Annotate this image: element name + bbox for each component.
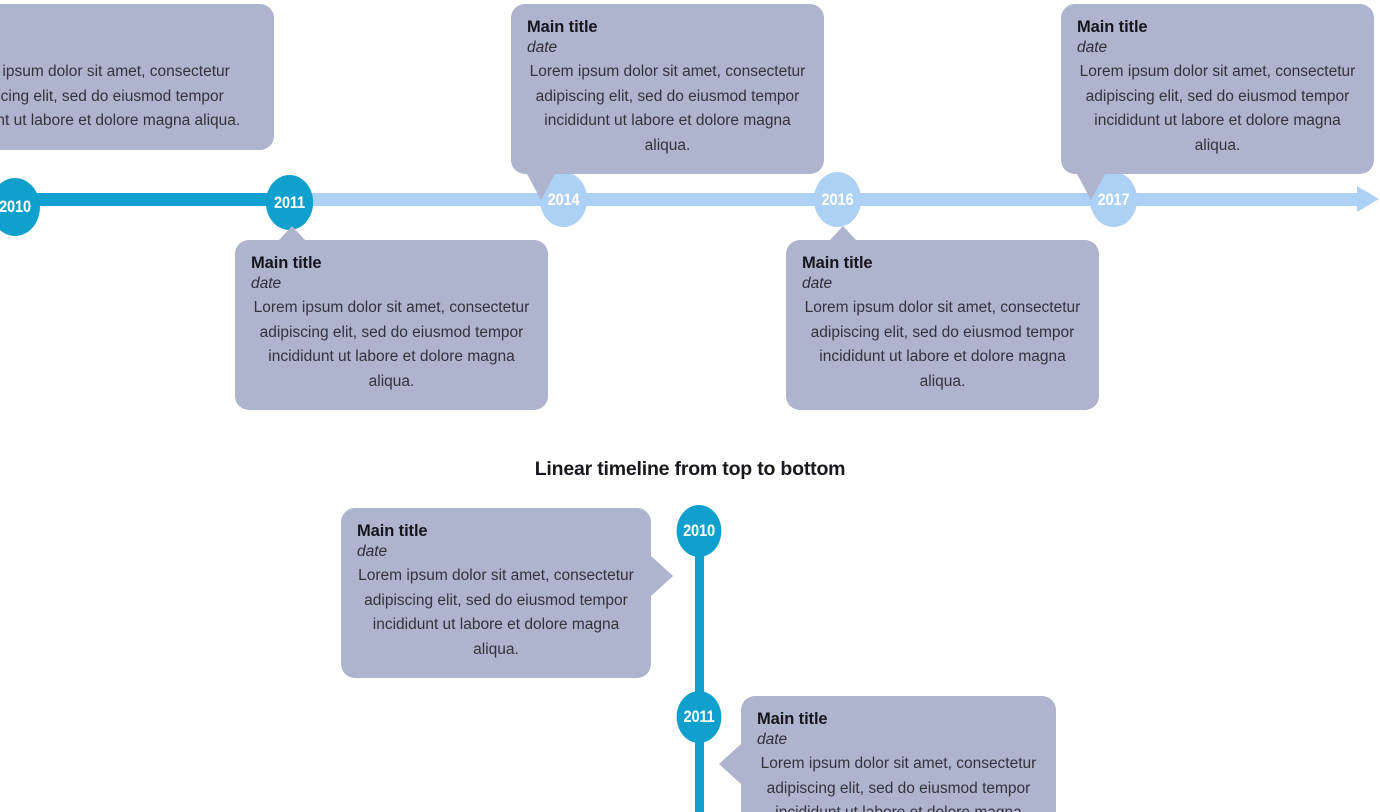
callout-2016-title: Main title [802, 254, 873, 272]
callout-2011-date: date [251, 274, 282, 292]
vertical-timeline-node-2010-label: 2010 [683, 521, 715, 540]
vertical-callout-2011-date: date [757, 730, 788, 748]
vertical-timeline-node-2011[interactable]: 2011 [676, 691, 722, 743]
callout-2017[interactable]: Main title date Lorem ipsum dolor sit am… [1061, 4, 1374, 201]
callout-2011[interactable]: Main title date Lorem ipsum dolor sit am… [235, 226, 548, 411]
timeline-node-2014-label: 2014 [547, 189, 580, 209]
callout-2014[interactable]: Main title date Lorem ipsum dolor sit am… [511, 4, 824, 201]
callout-2011-title: Main title [251, 254, 322, 272]
callout-2017-body: Lorem ipsum dolor sit amet, consectetur … [1079, 63, 1356, 154]
timeline-node-2016-label: 2016 [821, 189, 854, 209]
vertical-timeline-node-2011-label: 2011 [683, 707, 715, 726]
timeline-node-2011-label: 2011 [273, 192, 306, 212]
vertical-timeline-axis [695, 529, 704, 812]
vertical-timeline-node-2010[interactable]: 2010 [676, 505, 722, 557]
callout-2010-body: Lorem ipsum dolor sit amet, consectetur … [0, 63, 241, 130]
callout-2016-date: date [802, 274, 833, 292]
callout-2016-body: Lorem ipsum dolor sit amet, consectetur … [804, 299, 1081, 390]
vertical-callout-2010-tail-icon [651, 556, 673, 596]
callout-2010[interactable]: Main title date Lorem ipsum dolor sit am… [0, 4, 274, 150]
vertical-callout-2011-title: Main title [757, 710, 828, 728]
callout-2016-tail-icon [830, 226, 856, 240]
callout-2010-title: Main title [0, 18, 258, 37]
timeline-arrow-icon [1357, 186, 1379, 212]
section-heading: Linear timeline from top to bottom [534, 458, 846, 480]
callout-2014-body: Lorem ipsum dolor sit amet, consectetur … [529, 63, 806, 154]
vertical-callout-2011-tail-icon [719, 744, 741, 784]
callout-2011-body: Lorem ipsum dolor sit amet, consectetur … [253, 299, 530, 390]
callout-2014-date: date [527, 38, 558, 56]
vertical-callout-2011-body: Lorem ipsum dolor sit amet, consectetur … [760, 755, 1037, 812]
vertical-callout-2010-title: Main title [357, 522, 428, 540]
timeline-node-2016[interactable]: 2016 [813, 172, 862, 227]
timeline-node-2010-label: 2010 [0, 197, 31, 216]
vertical-callout-2010-body: Lorem ipsum dolor sit amet, consectetur … [358, 567, 634, 658]
callout-2011-tail-icon [279, 226, 305, 240]
callout-2010-date: date [0, 37, 258, 59]
vertical-callout-2011[interactable]: Main title date Lorem ipsum dolor sit am… [719, 696, 1056, 812]
callout-2014-tail-icon [527, 174, 555, 201]
timeline-node-2011[interactable]: 2011 [265, 175, 314, 230]
timeline-node-2017-label: 2017 [1097, 189, 1130, 209]
horizontal-timeline-axis [0, 186, 1380, 212]
timeline-node-2010[interactable]: 2010 [0, 178, 40, 236]
callout-2017-tail-icon [1077, 174, 1105, 201]
vertical-callout-2010[interactable]: Main title date Lorem ipsum dolor sit am… [341, 508, 673, 679]
callout-2014-title: Main title [527, 18, 598, 36]
callout-2016[interactable]: Main title date Lorem ipsum dolor sit am… [786, 226, 1099, 411]
timeline-segment-active [0, 193, 289, 206]
vertical-callout-2010-date: date [357, 542, 388, 560]
callout-2017-date: date [1077, 38, 1108, 56]
callout-2017-title: Main title [1077, 18, 1148, 36]
